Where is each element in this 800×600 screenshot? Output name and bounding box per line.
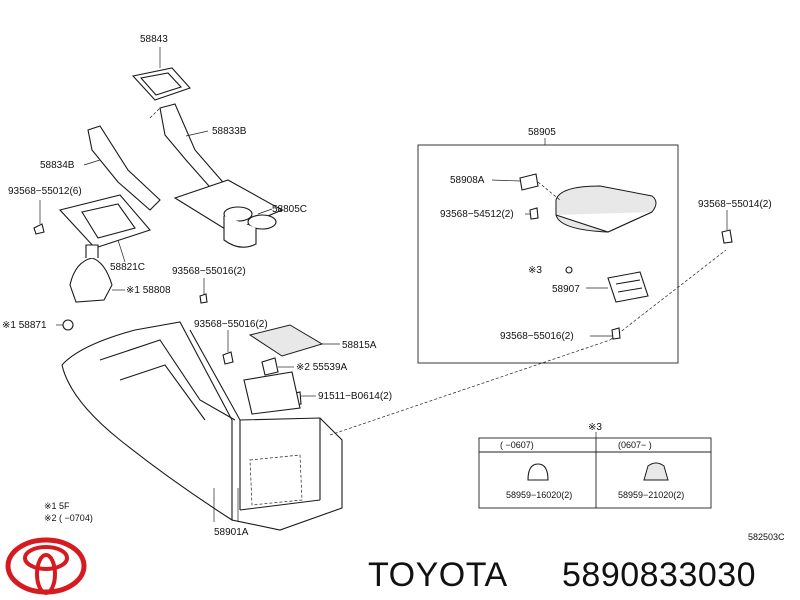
label-91511: 91511−B0614(2) (318, 391, 392, 402)
lock-58907 (586, 271, 649, 303)
label-93568-55016b: 93568−55016(2) (194, 319, 268, 330)
armrest-lid-58905 (555, 185, 657, 233)
label-58871: ※1 58871 (2, 320, 47, 331)
screw-93568-55016a (199, 278, 208, 304)
bracket-55539A (261, 357, 294, 376)
label-93568-55016c: 93568−55016(2) (500, 331, 574, 342)
bezel-58843 (131, 47, 191, 101)
marker-3 (565, 266, 573, 274)
toyota-logo-icon (5, 537, 87, 595)
console-58901A (61, 321, 343, 531)
boot-58808 (69, 244, 125, 303)
clip-58871 (56, 319, 74, 331)
label-58834B: 58834B (40, 160, 75, 171)
table-mark: ※3 (588, 422, 602, 433)
label-58805C: 58805C (272, 204, 307, 215)
label-93568-54512: 93568−54512(2) (440, 209, 514, 220)
label-58843: 58843 (140, 34, 168, 45)
screw-93568-55016c (590, 327, 621, 340)
label-58808: ※1 58808 (126, 285, 171, 296)
screw-93568-55014 (721, 210, 733, 244)
plate-58821C (58, 194, 151, 263)
hinge-58908A (491, 173, 561, 201)
label-93568-55012: 93568−55012(6) (8, 186, 82, 197)
label-93568-55016a: 93568−55016(2) (172, 266, 246, 277)
connection-line-dashed-2 (609, 249, 727, 341)
label-58821C: 58821C (110, 262, 145, 273)
panel-58834B (83, 125, 161, 211)
label-58833B: 58833B (212, 126, 247, 137)
drawing-code: 582503C (748, 532, 785, 542)
note-1: ※1 5F (44, 501, 70, 511)
screw-93568-54512 (525, 207, 539, 220)
label-58907: 58907 (552, 284, 580, 295)
table-col1-header: ( −0607) (500, 440, 534, 450)
table-col2-part: 58959−21020(2) (618, 490, 684, 500)
label-55539A: ※2 55539A (296, 362, 348, 373)
label-mark-3: ※3 (528, 265, 542, 276)
note-2: ※2 ( −0704) (44, 513, 93, 523)
label-58905: 58905 (528, 127, 556, 138)
screw-93568-55016b (222, 330, 234, 365)
label-58901A: 58901A (214, 527, 249, 538)
frame-58905 (417, 144, 679, 364)
cap-21020 (643, 462, 669, 481)
footer-brand: TOYOTA (368, 556, 508, 594)
mat-58815A (248, 324, 340, 357)
connection-line-dashed (329, 339, 611, 436)
screw-93568-55012 (33, 200, 45, 235)
table-col2-header: (0607− ) (618, 440, 652, 450)
label-58908A: 58908A (450, 175, 485, 186)
panel-58833B (149, 103, 229, 195)
variant-table: ※3 ( −0607) (0607− ) 58959−16020(2) 5895… (478, 422, 712, 509)
label-93568-55014: 93568−55014(2) (698, 199, 772, 210)
cupholder-58805C (173, 179, 284, 248)
cap-16020 (527, 463, 549, 481)
table-col1-part: 58959−16020(2) (506, 490, 572, 500)
label-58815A: 58815A (342, 340, 377, 351)
footer-part-number: 5890833030 (562, 556, 756, 594)
